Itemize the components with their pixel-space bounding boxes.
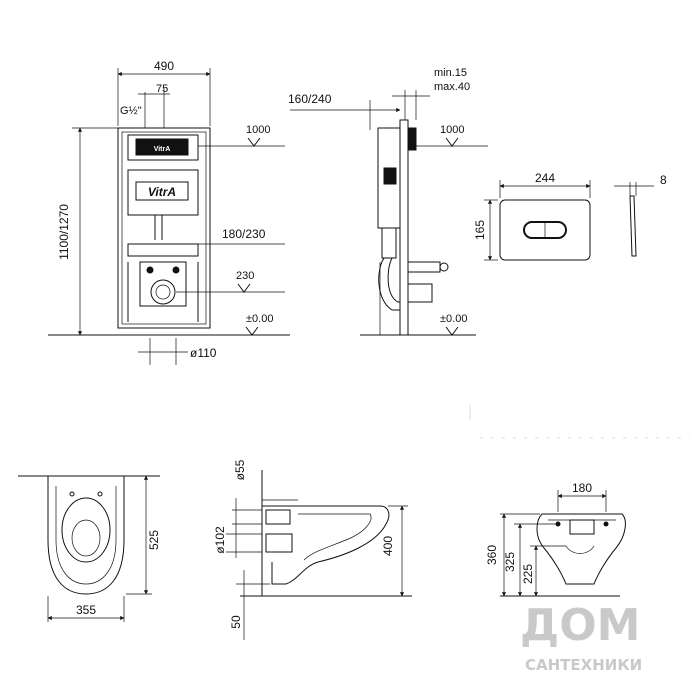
- dim-inlet-dia: ø55: [233, 459, 247, 480]
- scan-marks: [469, 405, 690, 439]
- frame-side-view: 160/240 min.15 max.40 1000 ±0.00: [288, 67, 488, 336]
- waste-connection-box: [139, 261, 187, 307]
- dim-thread: G½": [120, 105, 142, 117]
- dim-plate-width: 244: [535, 171, 555, 185]
- flush-plate: [499, 199, 591, 261]
- dim-bowl-bottom: 50: [229, 615, 243, 629]
- dim-front-h1: 360: [485, 545, 499, 565]
- dim-pipe-dia: ø110: [190, 346, 217, 360]
- outlet-pipe: [265, 533, 293, 553]
- level-floor-front: ±0.00: [246, 313, 273, 325]
- brand-large: VitrA: [148, 185, 176, 199]
- watermark-small: САНТЕХНИКИ: [525, 656, 642, 674]
- dim-plate-height: 165: [473, 220, 487, 240]
- cistern-top: [127, 134, 199, 161]
- dim-bowl-width: 355: [76, 603, 96, 617]
- bowl-outline-top: [47, 476, 125, 595]
- frame-front-view: VitrA VitrA 490 75 G½" 1100/1270 100: [48, 59, 290, 365]
- flush-plate-view: 244 165 8: [473, 171, 667, 261]
- level-top-side: 1000: [440, 124, 464, 136]
- dim-frame-width: 490: [154, 59, 174, 73]
- dim-front-h3: 225: [521, 564, 535, 584]
- side-post: [399, 119, 409, 336]
- dim-frame-height: 1100/1270: [57, 204, 71, 260]
- frame-outline: [117, 127, 211, 329]
- dim-depth: 160/240: [288, 92, 332, 106]
- cistern-body: [127, 169, 199, 216]
- bowl-outline-side: [262, 505, 390, 585]
- dim-front-h2: 325: [503, 552, 517, 572]
- inlet-pipe: [265, 509, 291, 525]
- level-mid-front: 230: [236, 270, 254, 282]
- dim-outlet-dia: ø102: [213, 526, 227, 554]
- dim-plate-thickness: 8: [660, 173, 667, 187]
- dim-max: max.40: [434, 81, 470, 93]
- dim-offset: 75: [156, 83, 168, 95]
- cross-bar: [127, 243, 199, 257]
- frame-inner: [121, 131, 207, 325]
- bowl-opening: [61, 497, 111, 563]
- bowl-front-view: 180 360 325 225: [485, 481, 626, 597]
- level-top-front: 1000: [246, 124, 270, 136]
- watermark: ДОМ САНТЕХНИКИ: [520, 600, 642, 674]
- dim-pipe-height: 180/230: [222, 227, 266, 241]
- flush-plate-profile: [629, 195, 637, 257]
- cistern-label-box: [135, 138, 189, 156]
- bowl-top-view: 525 355: [18, 475, 161, 622]
- bowl-outline-front: [536, 513, 626, 585]
- dim-min: min.15: [434, 67, 467, 79]
- waste-outlet: [150, 279, 176, 305]
- dim-bowl-length: 525: [147, 530, 161, 550]
- level-floor-side: ±0.00: [440, 313, 467, 325]
- brand-plate: [135, 181, 189, 201]
- brand-small: VitrA: [154, 146, 171, 153]
- bowl-side-view: ø55 ø102 400 50: [213, 459, 412, 640]
- dim-bolt-spacing: 180: [572, 481, 592, 495]
- dim-bowl-height: 400: [381, 536, 395, 556]
- watermark-big: ДОМ: [520, 600, 640, 651]
